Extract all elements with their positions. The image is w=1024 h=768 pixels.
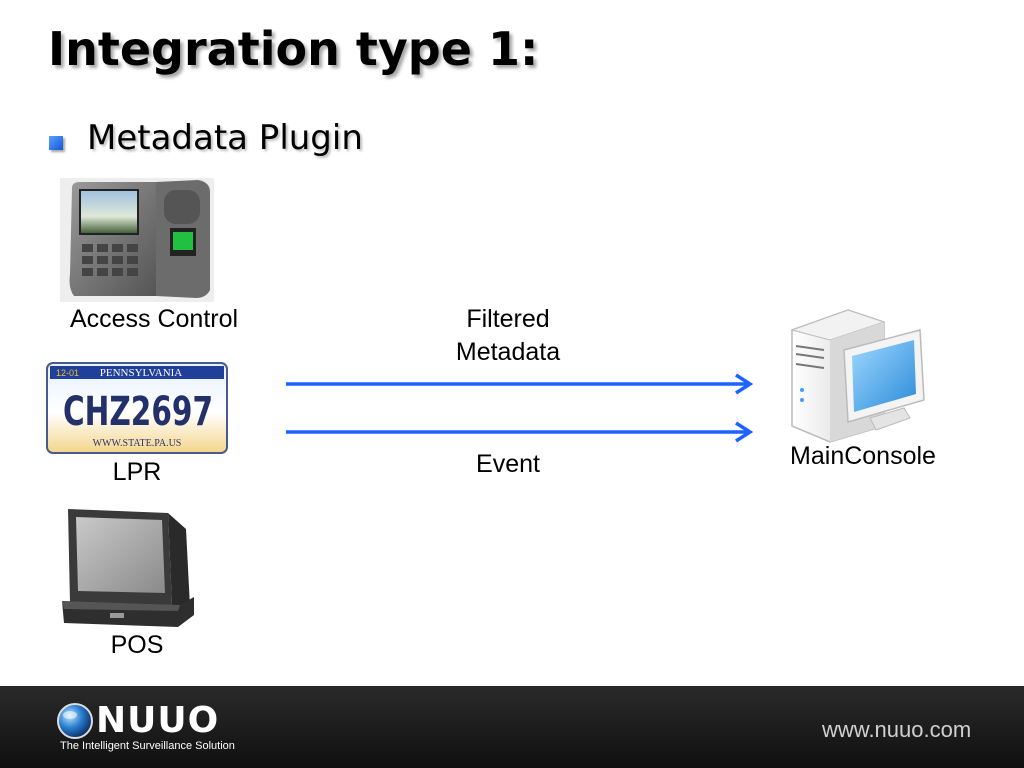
metadata-arrowhead-icon	[735, 373, 754, 395]
slide-title: Integration type 1:	[48, 22, 539, 76]
nuuo-logo-globe-icon	[57, 703, 93, 739]
filtered-label-line1: Filtered	[466, 305, 550, 333]
plate-number: CHZ2697	[63, 389, 213, 435]
flow-arrows	[286, 373, 754, 443]
access-control-label: Access Control	[69, 305, 239, 333]
plate-url: WWW.STATE.PA.US	[93, 438, 182, 449]
access-control-device-icon	[60, 178, 214, 302]
main-console-computer-icon	[790, 309, 925, 443]
bullet-square-icon	[49, 136, 63, 150]
footer-bar	[0, 686, 1024, 768]
footer-website-link[interactable]: www.nuuo.com	[822, 717, 972, 742]
pos-terminal-icon	[62, 509, 194, 627]
event-label: Event	[476, 450, 540, 478]
lpr-label: LPR	[112, 458, 162, 486]
footer-tagline: The Intelligent Surveillance Solution	[60, 740, 235, 752]
plate-tag: 12-01	[56, 368, 79, 378]
bullet-text: Metadata Plugin	[87, 118, 363, 158]
plate-state: PENNSYLVANIA	[100, 367, 183, 379]
nuuo-logo-text: NUUO	[96, 700, 220, 741]
event-arrowhead-icon	[735, 421, 754, 443]
pos-label: POS	[110, 631, 164, 659]
main-console-label: MainConsole	[790, 442, 936, 470]
filtered-label-line2: Metadata	[455, 338, 561, 366]
license-plate-image: 12-01 PENNSYLVANIA CHZ2697 WWW.STATE.PA.…	[46, 362, 228, 454]
